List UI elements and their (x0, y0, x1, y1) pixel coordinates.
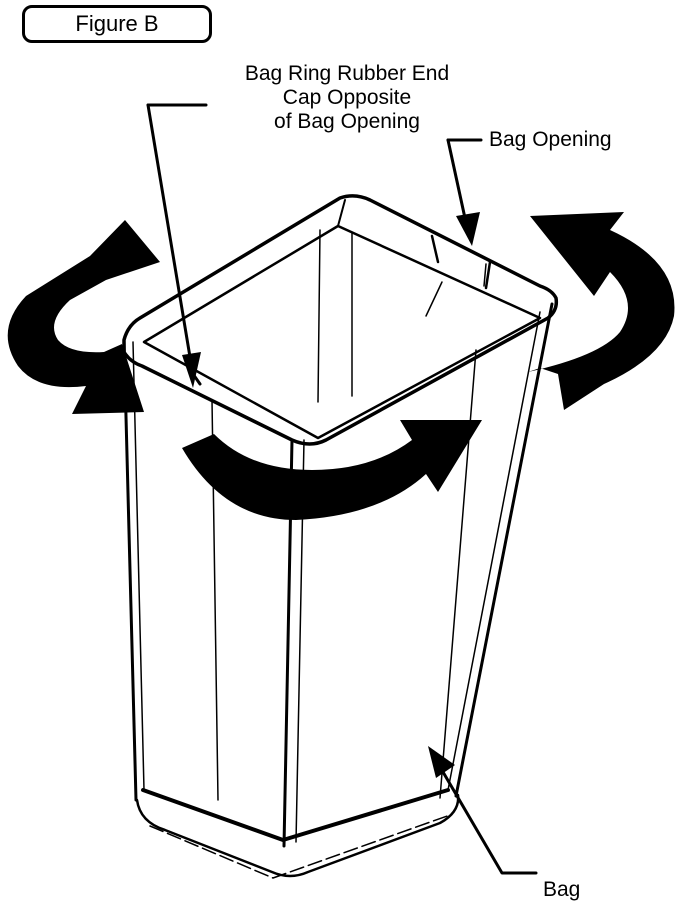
leader-bag (434, 758, 538, 875)
callout-end-cap-line-1: Bag Ring Rubber End (244, 62, 450, 85)
rotation-arrow-front (182, 420, 482, 520)
callout-end-cap: Bag Ring Rubber End Cap Opposite of Bag … (212, 62, 482, 134)
figure-label-text: Figure B (75, 11, 159, 36)
figure-label: Figure B (22, 5, 212, 43)
bag-ring-inner (142, 224, 542, 440)
leader-opening-arrowhead (456, 212, 480, 246)
bag-bottom-base (135, 793, 460, 878)
bag-right-side (454, 302, 554, 798)
leader-bag-arrowhead (428, 746, 455, 778)
bag-ring-outer (122, 194, 559, 446)
callout-end-cap-line-3: of Bag Opening (274, 110, 420, 133)
rotation-arrow-left (7, 220, 161, 414)
bag-left-side (122, 338, 138, 802)
bag-opening-notch (430, 234, 492, 290)
callout-end-cap-line-2: Cap Opposite (282, 86, 412, 109)
callout-bag: Bag (543, 878, 581, 901)
rotation-arrow-right (528, 212, 675, 410)
leader-end-cap-arrowhead (182, 352, 201, 388)
callout-bag-opening: Bag Opening (489, 128, 612, 151)
